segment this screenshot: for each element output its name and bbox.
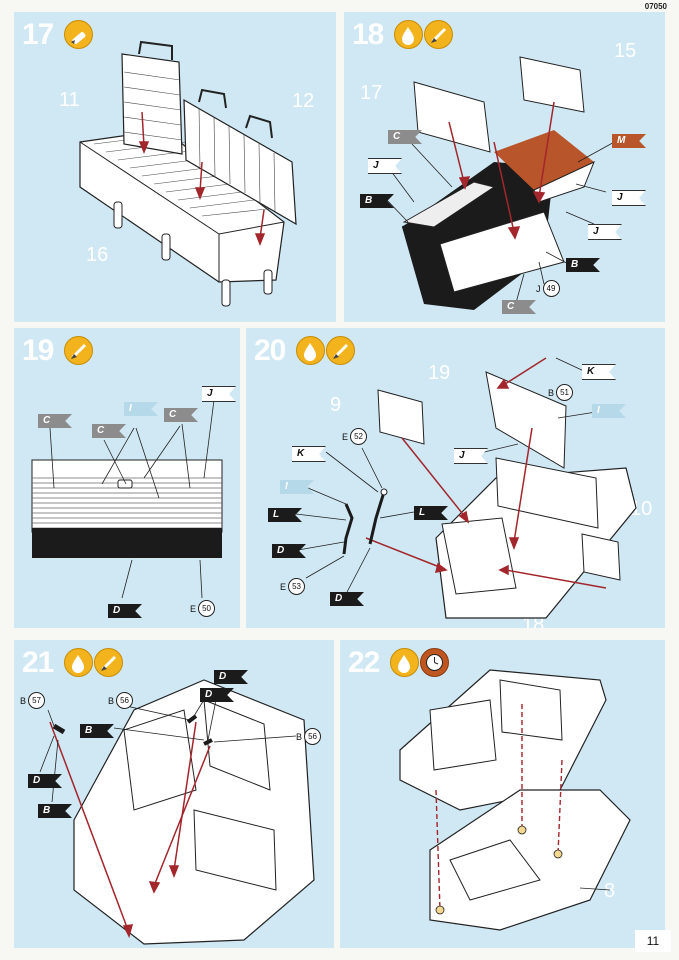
step-number: 20 (254, 334, 286, 367)
step-number: 21 (22, 646, 54, 679)
part-number-circle: 56 (304, 728, 322, 745)
step-19-panel: 19 C C I C J D E 50 (14, 328, 240, 628)
part-label: 17 (360, 82, 383, 104)
glue-tube-icon (64, 20, 93, 49)
part-reference: B 56 (108, 692, 134, 709)
color-code-flag: C (38, 414, 72, 428)
color-code-flag: C (502, 300, 536, 314)
part-label: 19 (428, 362, 451, 384)
part-reference: B 56 (296, 728, 322, 745)
part-reference: E 52 (342, 428, 368, 445)
color-code-flag: M (612, 134, 646, 148)
part-label: 11 (59, 89, 80, 111)
sprue-letter: E (280, 581, 287, 592)
color-code-flag: C (92, 424, 126, 438)
color-code-flag: K (292, 446, 326, 462)
drop-icon (296, 336, 325, 365)
part-label: 9 (330, 394, 342, 416)
color-code-flag: I (280, 480, 314, 494)
color-code-flag: D (108, 604, 142, 618)
sprue-letter: E (190, 603, 197, 614)
color-code-flag: D (272, 544, 306, 558)
color-code-flag: D (200, 688, 234, 702)
step-21-panel: 21 D D B D B B 57 (14, 640, 334, 948)
color-code-flag: D (214, 670, 248, 684)
brush-icon (326, 336, 355, 365)
color-code-flag: J (588, 224, 622, 240)
interior-closeup-drawing (39, 679, 315, 945)
part-number-circle: 49 (542, 280, 560, 297)
color-code-flag: B (566, 258, 600, 272)
part-label: 8 (604, 880, 616, 902)
part-reference: J 49 (536, 280, 560, 297)
sprue-letter: J (536, 283, 541, 294)
step-number: 17 (22, 18, 54, 51)
color-code-flag: B (38, 804, 72, 818)
step-22-panel: 22 8 (340, 640, 665, 948)
part-label: 15 (614, 40, 637, 62)
color-code-flag: B (360, 194, 394, 208)
part-number-circle: 53 (288, 578, 306, 595)
part-number-circle: 50 (198, 600, 216, 617)
color-code-flag: L (414, 506, 448, 520)
color-code-flag: I (124, 402, 158, 416)
sprue-letter: B (296, 731, 303, 742)
color-code-flag: C (164, 408, 198, 422)
color-code-flag: I (592, 404, 626, 418)
step-17-panel: 17 11 12 16 (14, 12, 336, 322)
drop-icon (390, 648, 419, 677)
color-code-flag: D (330, 592, 364, 606)
color-code-flag: J (612, 190, 646, 206)
sprue-letter: E (342, 431, 349, 442)
color-code-flag: J (368, 158, 402, 174)
color-code-flag: D (28, 774, 62, 788)
sprue-letter: B (548, 387, 555, 398)
sprue-letter: B (20, 695, 27, 706)
color-code-flag: L (268, 508, 302, 522)
part-number-circle: 51 (556, 384, 574, 401)
step-number: 22 (348, 646, 380, 679)
part-number-circle: 57 (28, 692, 46, 709)
floor-tub-drawing (383, 56, 619, 311)
part-reference: B 57 (20, 692, 46, 709)
sprue-letter: B (108, 695, 115, 706)
color-code-flag: B (80, 724, 114, 738)
drop-icon (64, 648, 93, 677)
part-reference: E 50 (190, 600, 216, 617)
part-reference: B 51 (548, 384, 574, 401)
bench-seat-drawing (79, 40, 297, 307)
step-20-panel: 20 19 9 10 18 (246, 328, 665, 628)
part-label: 10 (630, 498, 653, 520)
part-reference: E 53 (280, 578, 306, 595)
part-label: 16 (86, 244, 109, 266)
brush-icon (94, 648, 123, 677)
step-18-panel: 18 17 15 (344, 12, 665, 322)
color-code-flag: C (388, 130, 422, 144)
step-number: 18 (352, 18, 384, 51)
interior-assembly-drawing (295, 357, 637, 619)
color-code-flag: J (202, 386, 236, 402)
step-number: 19 (22, 334, 54, 367)
brush-icon (424, 20, 453, 49)
brush-icon (64, 336, 93, 365)
drop-icon (394, 20, 423, 49)
page-number: 11 (635, 930, 671, 952)
part-label: 12 (292, 90, 315, 112)
part-number-circle: 52 (350, 428, 368, 445)
chassis-mount-drawing (399, 669, 631, 931)
page-code: 07050 (644, 2, 667, 11)
color-code-flag: K (582, 364, 616, 380)
part-number-circle: 56 (116, 692, 134, 709)
clock-icon (420, 648, 449, 677)
color-code-flag: J (454, 448, 488, 464)
side-panel-drawing (31, 399, 223, 599)
